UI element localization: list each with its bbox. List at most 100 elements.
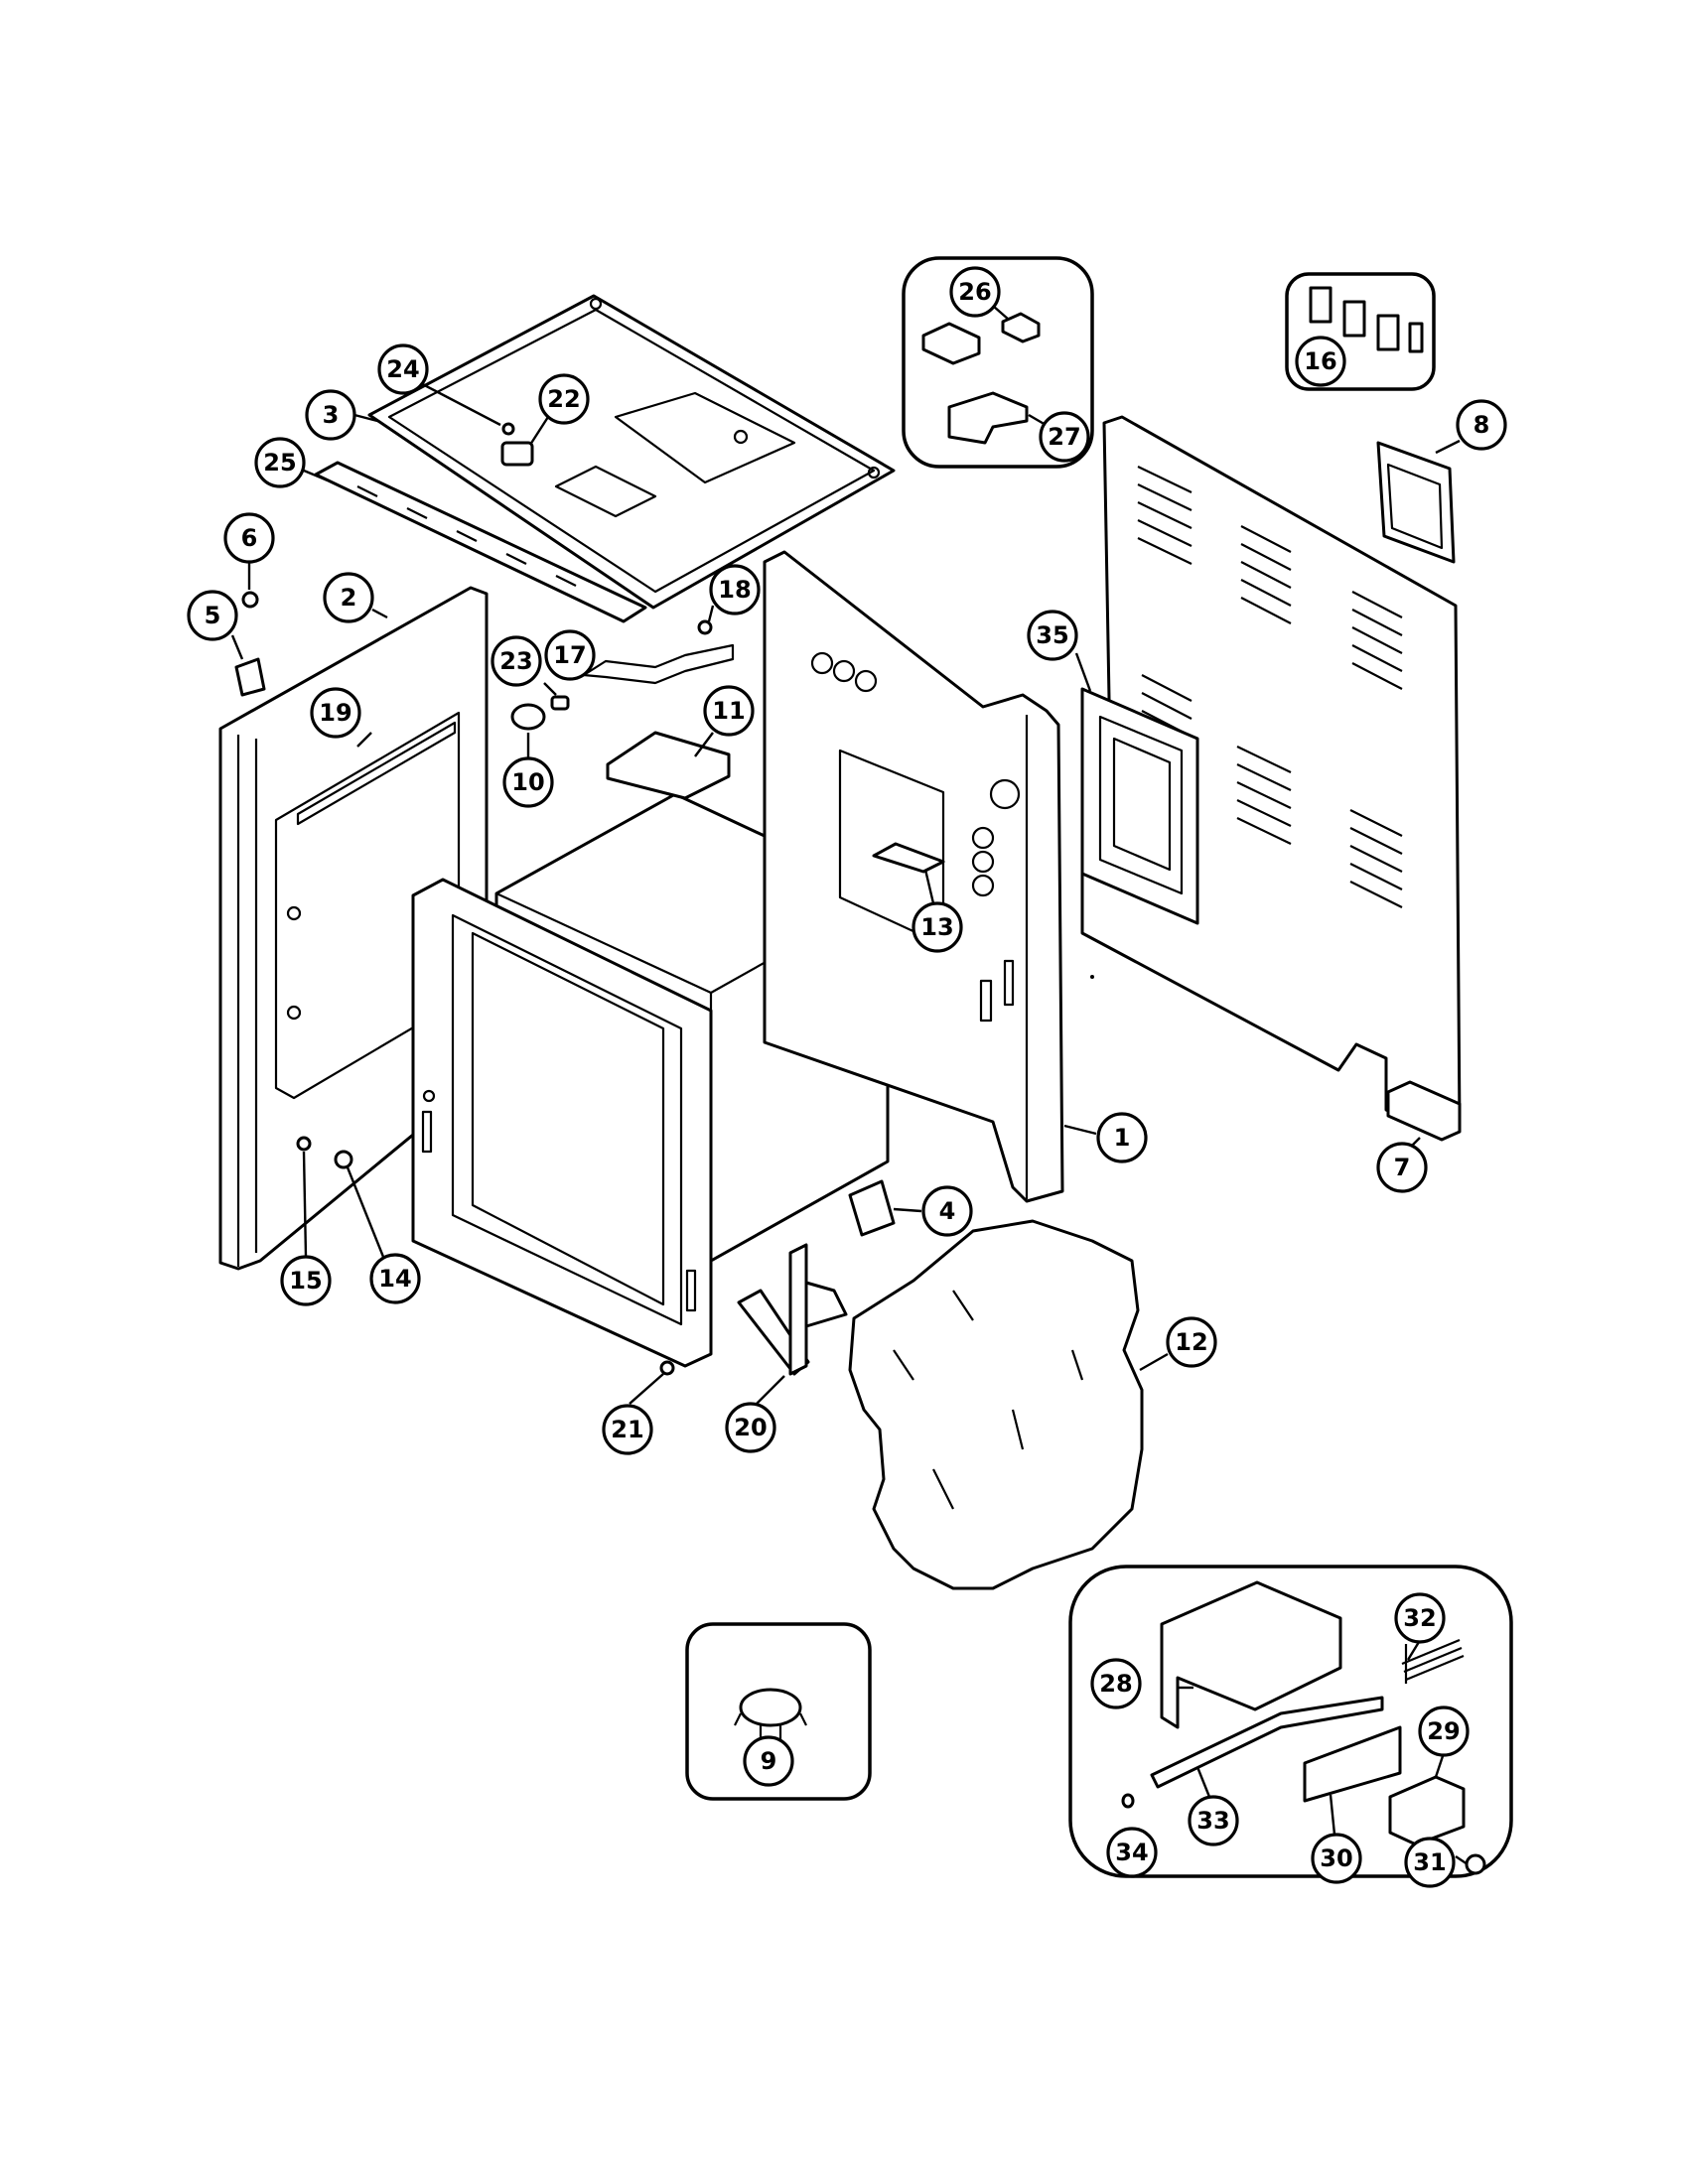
callout-32: 32: [1394, 1592, 1446, 1644]
callout-16: 16: [1295, 336, 1346, 387]
top-screw-part: [501, 422, 515, 436]
svg-text:24: 24: [386, 355, 419, 383]
hinge-assembly: [737, 1243, 848, 1376]
svg-text:2: 2: [341, 584, 357, 612]
bracket-11-part: [606, 731, 731, 800]
callout-5: 5: [187, 590, 238, 641]
svg-text:23: 23: [499, 647, 532, 675]
clip-5-part: [234, 657, 266, 697]
inset-box-26-27: [902, 256, 1094, 469]
screw-18-part: [697, 619, 713, 635]
callout-19: 19: [310, 687, 361, 739]
callout-12: 12: [1166, 1316, 1217, 1368]
callout-31: 31: [1404, 1837, 1456, 1888]
svg-text:31: 31: [1413, 1848, 1446, 1876]
svg-text:32: 32: [1403, 1604, 1436, 1632]
svg-text:21: 21: [611, 1416, 643, 1443]
svg-text:22: 22: [547, 385, 580, 413]
svg-text:18: 18: [718, 576, 751, 604]
oven-front-frame: [411, 878, 713, 1368]
screw-15-part: [296, 1136, 312, 1152]
svg-text:34: 34: [1115, 1839, 1148, 1866]
callout-18: 18: [709, 564, 761, 615]
top-switch-part: [500, 441, 534, 467]
top-cover-panel: [367, 294, 896, 610]
callout-8: 8: [1456, 399, 1507, 451]
svg-text:29: 29: [1427, 1717, 1460, 1745]
side-bracket: [296, 721, 457, 826]
callout-33: 33: [1188, 1795, 1239, 1846]
callout-24: 24: [377, 343, 429, 395]
callout-21: 21: [602, 1404, 653, 1455]
speck: [1178, 1346, 1182, 1350]
speck: [1090, 975, 1094, 979]
svg-text:25: 25: [263, 449, 296, 477]
insulation-texture: [893, 1290, 1084, 1510]
callout-1: 1: [1096, 1112, 1148, 1163]
callout-9: 9: [743, 1735, 794, 1787]
cover-plate-8: [1376, 441, 1456, 564]
callout-11: 11: [703, 685, 755, 737]
callout-6: 6: [223, 512, 275, 564]
callout-27: 27: [1039, 411, 1090, 463]
callout-26: 26: [949, 266, 1001, 318]
svg-text:30: 30: [1320, 1844, 1352, 1872]
callout-17: 17: [544, 629, 596, 681]
inset-box-28-34: [1068, 1565, 1513, 1878]
callout-2: 2: [323, 572, 374, 623]
right-side-panel: [763, 550, 1064, 1203]
svg-text:19: 19: [319, 699, 351, 727]
svg-text:4: 4: [939, 1197, 956, 1225]
bracket-7-part: [1386, 1080, 1462, 1142]
callout-28: 28: [1090, 1658, 1142, 1709]
svg-text:28: 28: [1099, 1670, 1132, 1698]
callout-7: 7: [1376, 1142, 1428, 1193]
callout-29: 29: [1418, 1706, 1470, 1757]
svg-text:6: 6: [241, 524, 258, 552]
svg-text:7: 7: [1394, 1154, 1411, 1181]
clip-23-part: [550, 695, 570, 711]
callout-22: 22: [538, 373, 590, 425]
svg-text:9: 9: [761, 1747, 777, 1775]
cap-10-part: [510, 703, 546, 731]
callout-23: 23: [491, 635, 542, 687]
plate-4-part: [848, 1179, 896, 1237]
svg-text:16: 16: [1304, 347, 1336, 375]
svg-text:12: 12: [1175, 1328, 1207, 1356]
callout-14: 14: [369, 1253, 421, 1304]
grommet-part: [334, 1150, 353, 1169]
screw-6-part: [241, 591, 259, 609]
callout-35: 35: [1027, 610, 1078, 661]
callout-34: 34: [1106, 1827, 1158, 1878]
svg-text:35: 35: [1036, 621, 1068, 649]
svg-text:3: 3: [323, 401, 340, 429]
svg-text:5: 5: [205, 602, 221, 629]
svg-text:13: 13: [920, 913, 953, 941]
svg-text:27: 27: [1048, 423, 1080, 451]
svg-text:8: 8: [1474, 411, 1490, 439]
callout-10: 10: [502, 756, 554, 808]
leader-lines: [230, 305, 1469, 1865]
insulation-blanket: [848, 1219, 1144, 1590]
switch-bracket-13-part: [872, 842, 945, 874]
callout-3: 3: [305, 389, 356, 441]
svg-text:15: 15: [289, 1267, 322, 1295]
svg-text:26: 26: [958, 278, 991, 306]
rod-17-part: [582, 643, 735, 685]
svg-text:20: 20: [734, 1414, 767, 1441]
svg-text:33: 33: [1196, 1807, 1229, 1835]
screw-21-part: [659, 1360, 675, 1376]
callout-15: 15: [280, 1255, 332, 1306]
callout-30: 30: [1311, 1833, 1362, 1884]
callout-4: 4: [921, 1185, 973, 1237]
callout-13: 13: [912, 901, 963, 953]
inset-box-9: [685, 1622, 872, 1801]
access-cover-35: [1080, 687, 1199, 925]
svg-text:10: 10: [511, 768, 544, 796]
svg-text:17: 17: [553, 641, 586, 669]
svg-text:1: 1: [1114, 1124, 1131, 1152]
front-trim-strip: [314, 461, 647, 623]
svg-text:11: 11: [712, 697, 745, 725]
callout-20: 20: [725, 1402, 776, 1453]
